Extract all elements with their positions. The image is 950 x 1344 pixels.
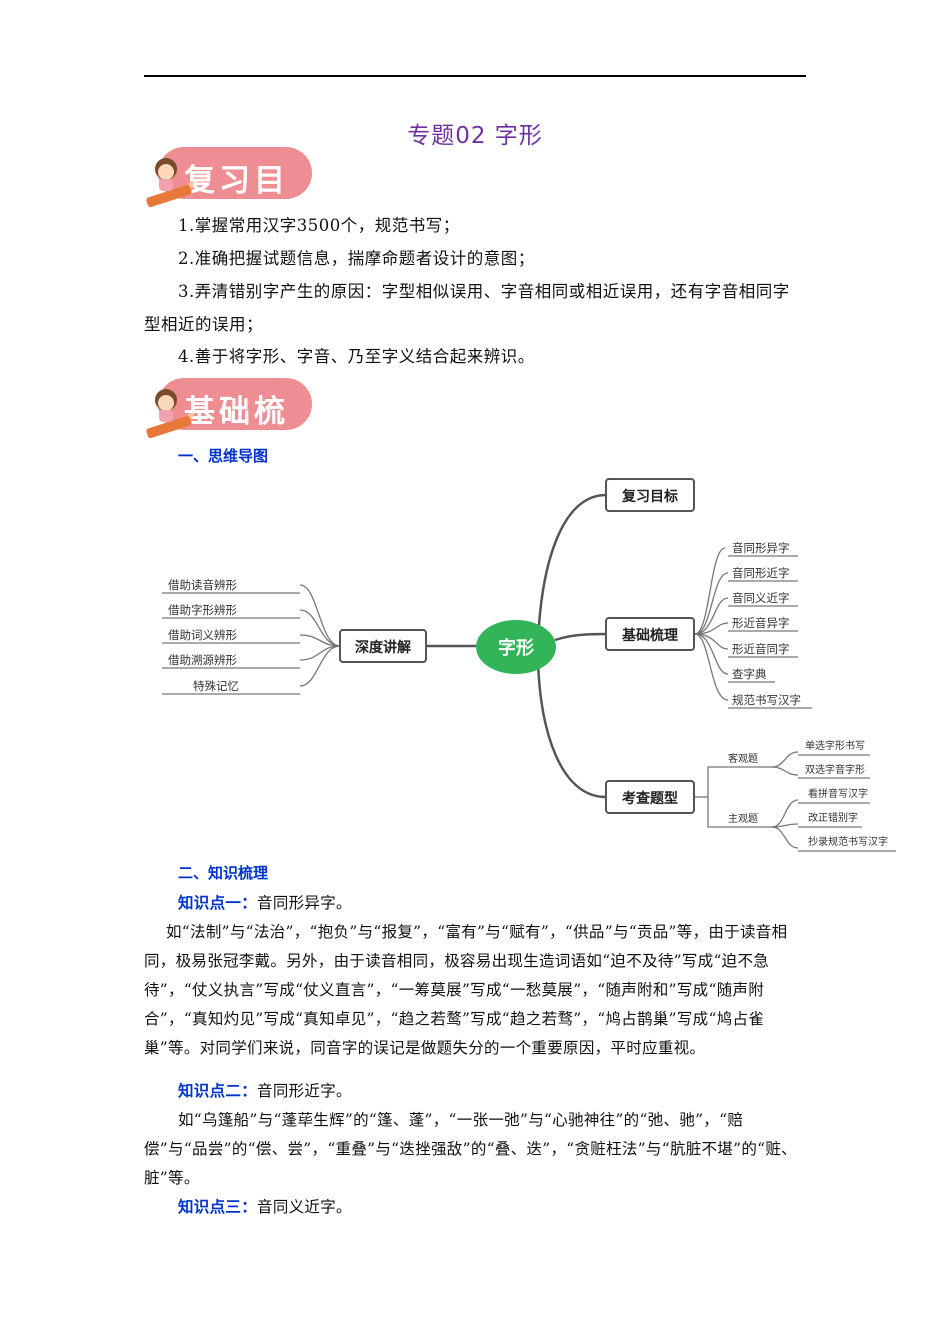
shendu-item: 特殊记忆 bbox=[193, 679, 239, 693]
keguan-item: 双选字音字形 bbox=[805, 763, 865, 776]
kp2-body: 如“乌篷船”与“蓬荜生辉”的“篷、蓬”，“一张一弛”与“心驰神往”的“弛、驰”，… bbox=[144, 1111, 797, 1187]
node-fuxi-mubiao-label: 复习目标 bbox=[621, 488, 678, 505]
jichu-item: 形近音异字 bbox=[732, 616, 790, 630]
goal-3: 3.弄清错别字产生的原因：字型相似误用、字音相同或相近误用，还有字音相同字型相近… bbox=[144, 282, 790, 334]
jichu-item: 形近音同字 bbox=[732, 642, 790, 656]
node-kaocha-tixing-label: 考查题型 bbox=[622, 790, 678, 807]
center-node bbox=[476, 620, 556, 674]
jichu-item: 查字典 bbox=[732, 667, 767, 681]
center-node-label: 字形 bbox=[498, 637, 534, 659]
keguan-item: 单选字形书写 bbox=[805, 739, 865, 752]
jichu-item: 音同形近字 bbox=[732, 566, 790, 580]
node-kaocha-tixing: 考查题型 bbox=[605, 780, 695, 814]
shendu-item: 借助读音辨形 bbox=[168, 578, 237, 592]
banner-jichu-shuli: 基础梳理 bbox=[144, 374, 314, 475]
kp2-title: 音同形近字。 bbox=[257, 1082, 352, 1100]
shendu-item: 借助字形辨形 bbox=[168, 603, 237, 617]
knowledge-point-1: 知识点一：音同形异字。 如“法制”与“法治”，“抱负”与“报复”，“富有”与“赋… bbox=[144, 889, 806, 1063]
jichu-item: 音同义近字 bbox=[732, 591, 790, 605]
knowledge-point-3: 知识点三：音同义近字。 bbox=[144, 1193, 806, 1222]
jichu-item: 音同形异字 bbox=[732, 541, 790, 555]
kp1-label: 知识点一： bbox=[178, 894, 258, 912]
shendu-item: 借助词义辨形 bbox=[168, 628, 237, 642]
zhuguan-item: 改正错别字 bbox=[808, 811, 858, 824]
node-jichu-shuli-label: 基础梳理 bbox=[622, 627, 678, 644]
goal-1: 1.掌握常用汉字3500个，规范书写； bbox=[178, 216, 460, 235]
keguan-label: 客观题 bbox=[728, 752, 758, 765]
goal-4: 4.善于将字形、字音、乃至字义结合起来辨识。 bbox=[178, 347, 535, 366]
node-fuxi-mubiao: 复习目标 bbox=[605, 478, 695, 512]
kp1-body: 如“法制”与“法治”，“抱负”与“报复”，“富有”与“赋有”，“供品”与“贡品”… bbox=[144, 923, 788, 1057]
goal-2: 2.准确把握试题信息，揣摩命题者设计的意图； bbox=[178, 249, 535, 268]
zhuguan-item: 抄录规范书写汉字 bbox=[808, 835, 888, 848]
kp2-label: 知识点二： bbox=[178, 1082, 258, 1100]
zhuguan-label: 主观题 bbox=[728, 813, 758, 825]
banner-label: 基础梳理 bbox=[184, 394, 289, 475]
kp1-title: 音同形异字。 bbox=[257, 894, 352, 912]
section-heading-mindmap: 一、思维导图 bbox=[178, 447, 269, 465]
kp3-title: 音同义近字。 bbox=[257, 1198, 352, 1216]
node-shendu-jiangjie: 深度讲解 bbox=[339, 629, 427, 663]
banner-label: 复习目标 bbox=[184, 163, 289, 244]
girl-pencil-icon bbox=[146, 389, 194, 439]
kp3-label: 知识点三： bbox=[178, 1198, 258, 1216]
jichu-item: 规范书写汉字 bbox=[732, 693, 801, 707]
girl-pencil-icon bbox=[146, 158, 194, 208]
shendu-item: 借助溯源辨形 bbox=[168, 653, 237, 667]
zhuguan-item: 看拼音写汉字 bbox=[808, 787, 868, 800]
knowledge-point-2: 知识点二：音同形近字。 如“乌篷船”与“蓬荜生辉”的“篷、蓬”，“一张一弛”与“… bbox=[144, 1077, 806, 1193]
node-jichu-shuli: 基础梳理 bbox=[605, 617, 695, 651]
header-rule bbox=[144, 75, 806, 77]
banner-fuxi-mubiao: 复习目标 bbox=[144, 143, 314, 244]
section-heading-knowledge: 二、知识梳理 bbox=[178, 864, 269, 882]
mind-map: 字形 复习目标 基础梳理 深度讲解 考查题型 音同形异字 音同形近字 音同义近字… bbox=[162, 478, 896, 852]
node-shendu-jiangjie-label: 深度讲解 bbox=[355, 639, 411, 656]
page-title: 专题02 字形 bbox=[407, 123, 543, 149]
